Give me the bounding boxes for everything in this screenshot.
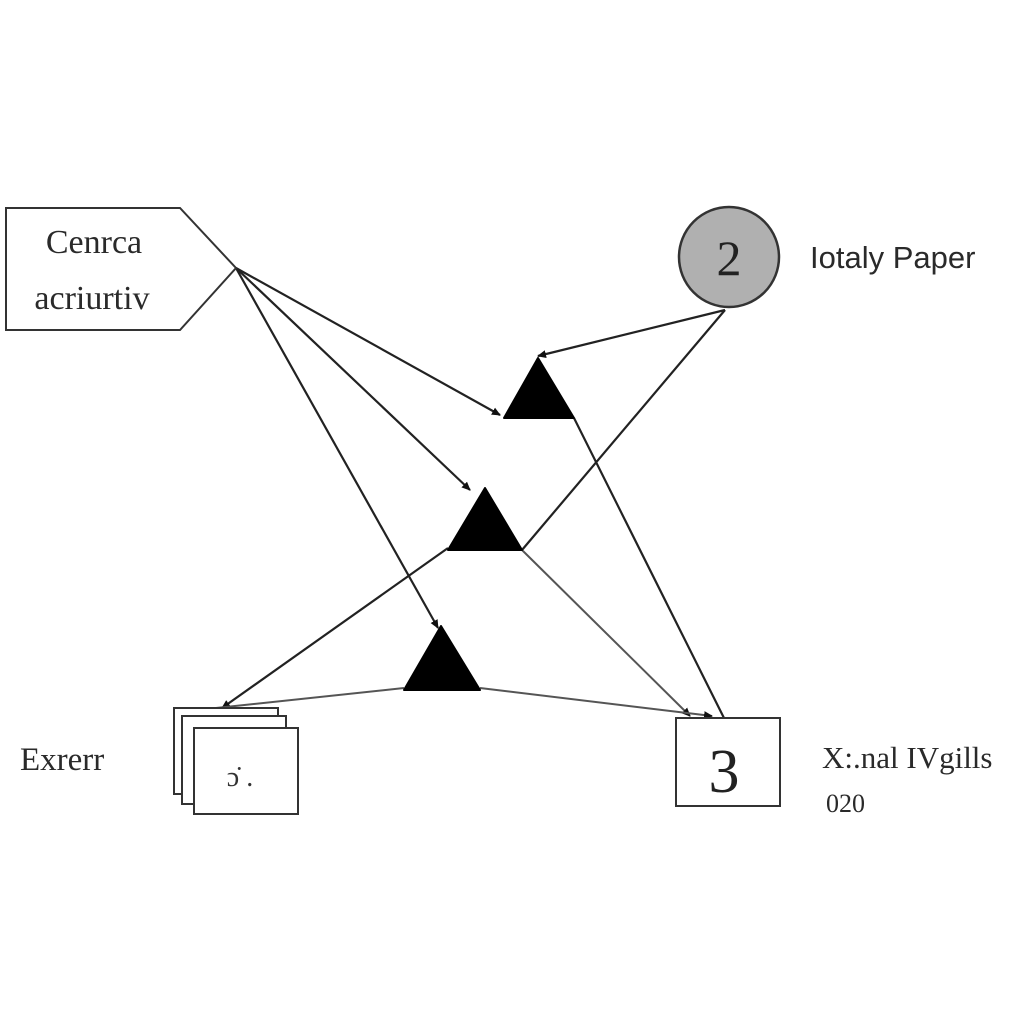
- circle-node-shape: [677, 205, 781, 309]
- triangle-middle: [447, 487, 523, 551]
- edge-source-to-triangle-middle: [235, 267, 471, 491]
- circle-node-number: 2: [717, 230, 742, 286]
- box-node-number: 3: [709, 738, 740, 806]
- edge-triangle-bottom-to-box: [479, 687, 713, 720]
- box-node: 3 X:.nal IVgills 020: [675, 717, 993, 818]
- edge-circle-to-triangle-top: [537, 308, 726, 358]
- edge-triangle-middle-to-box: [521, 549, 691, 717]
- edge-circle-to-triangle-middle: [521, 309, 726, 551]
- stack-node: ɔ̇ . Exrerr: [20, 707, 299, 815]
- edge-source-to-triangle-bottom: [235, 267, 439, 629]
- source-node: Cenrca acriurtiv: [5, 207, 238, 331]
- edge-triangle-middle-to-stack: [221, 547, 449, 709]
- stack-node-label: Exrerr: [20, 742, 104, 778]
- triangles: [403, 357, 575, 691]
- edge-triangle-bottom-to-stack: [215, 687, 405, 709]
- triangle-top: [503, 357, 575, 419]
- box-node-shape: [675, 717, 781, 807]
- stack-inner-text: ɔ̇ .: [227, 762, 253, 793]
- triangle-bottom: [403, 625, 481, 691]
- edges: [215, 267, 726, 720]
- box-node-sublabel: 020: [826, 789, 865, 818]
- source-node-shape: [5, 207, 238, 331]
- edge-source-to-triangle-top: [235, 267, 501, 416]
- source-node-label-line2: acriurtiv: [34, 280, 149, 317]
- stack-sheet-front: [193, 727, 299, 815]
- source-node-label-line1: Cenrca: [46, 224, 142, 261]
- box-node-label: X:.nal IVgills: [822, 740, 993, 775]
- circle-node: 2 Iotaly Paper: [677, 205, 975, 309]
- edge-triangle-top-to-box: [573, 417, 725, 719]
- circle-node-label: Iotaly Paper: [810, 240, 975, 275]
